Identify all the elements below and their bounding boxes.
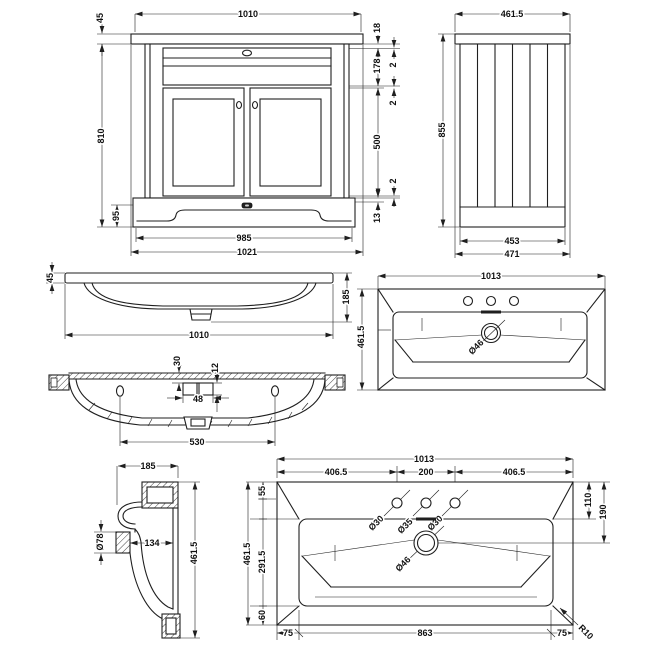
door-right-panel (259, 98, 322, 187)
dim-kick-height: 13 (372, 213, 382, 223)
countertop (130, 33, 364, 45)
dim-base-depth: 453 (504, 236, 519, 246)
overflow-box (182, 382, 214, 396)
dim-overflow-offset: 30 (172, 356, 182, 366)
dim-overflow-height: 12 (210, 363, 220, 373)
dim-basin-rim-thickness: 45 (45, 273, 55, 283)
dim-plan-depth: 461.5 (356, 326, 366, 349)
door-knob-right (251, 100, 259, 110)
foot-hollow (165, 617, 177, 635)
dim-left-margin: 75 (283, 628, 293, 638)
dim-rim-bottom: 60 (257, 610, 267, 620)
dim-cabinet-width-top: 1010 (238, 9, 258, 19)
waste-spigot-bore (190, 418, 206, 427)
dim-plinth-height: 95 (111, 211, 121, 221)
front-bullnose-outer (117, 501, 143, 533)
dim-bowl-length: 291.5 (257, 551, 267, 574)
dim-fixing-centres: 530 (189, 437, 204, 447)
dim-gap-bottom: 2 (388, 178, 398, 183)
dim-section-depth: 185 (140, 461, 155, 471)
door-left-panel (172, 98, 235, 187)
dim-depth-top: 461.5 (501, 9, 524, 19)
view-cabinet-side: 461.5 855 453 471 (436, 8, 571, 261)
plinth (132, 197, 356, 228)
fixing-lug-left-slot (50, 377, 58, 388)
countertop-side (454, 33, 571, 45)
dim-door-height: 500 (372, 134, 382, 149)
view-basin-plan-detail: 1013 406.5 200 406.5 Ø30 Ø35 Ø30 Ø46 (241, 453, 610, 643)
detail-waste-inner (416, 533, 436, 553)
dim-detail-depth: 461.5 (242, 543, 252, 566)
drawer-knob (241, 49, 253, 57)
dim-body-height: 810 (96, 128, 106, 143)
door-knob-left (235, 100, 243, 110)
dim-tap-centres: 200 (418, 467, 433, 477)
dim-drawer-height: 178 (372, 58, 382, 73)
rim-box-hollow (146, 486, 174, 504)
dim-basin-height: 185 (341, 289, 351, 304)
tap-hole-middle (485, 295, 497, 307)
dim-overall-height: 855 (437, 122, 447, 137)
bowl-hatch-ticks (88, 402, 309, 429)
dim-right-margin: 75 (557, 628, 567, 638)
wall-datum-hatch (69, 373, 325, 379)
dim-tap-line-offset: 110 (583, 493, 593, 508)
fixing-hole-right (270, 385, 280, 397)
door-left (162, 87, 245, 197)
basin-rim-front (64, 272, 334, 284)
dim-waste-offset: 190 (598, 504, 608, 519)
basin-bowl-outer (83, 282, 317, 310)
dim-bowl-inner: 134 (144, 538, 159, 548)
basin-bowl-inner (91, 282, 309, 307)
detail-tap-hole-right (449, 497, 461, 509)
dim-right-tap-span: 406.5 (503, 467, 526, 477)
detail-tap-hole-middle (420, 497, 432, 509)
dim-counter-thickness: 45 (95, 13, 105, 23)
dim-overflow-width: 48 (193, 394, 203, 404)
dim-outlet-diameter: Ø78 (95, 533, 105, 550)
dim-detail-width: 1013 (414, 454, 434, 464)
tap-hole-right (508, 295, 520, 307)
dim-basin-width: 1010 (189, 330, 209, 340)
dim-rim-top: 55 (257, 486, 267, 496)
dim-bowl-width: 863 (417, 628, 432, 638)
fixing-hole-left (115, 385, 125, 397)
dim-gap-mid: 2 (388, 100, 398, 105)
dim-corner-radius: R10 (577, 623, 596, 642)
tap-hole-left (462, 295, 474, 307)
outlet-stub-section (115, 531, 131, 554)
dim-overall-width: 1021 (237, 247, 257, 257)
plinth-escutcheon-inner (245, 204, 249, 207)
bowl-section-outer (129, 552, 164, 620)
view-basin-plan: 1013 Ø46 461.5 (355, 270, 606, 391)
dim-gap-top: 2 (388, 62, 398, 67)
dim-left-tap-span: 406.5 (325, 467, 348, 477)
detail-tap-hole-left (391, 497, 403, 509)
view-cabinet-front: 1010 45 810 95 18 178 2 2 (94, 8, 400, 259)
dim-plan-width: 1013 (481, 271, 501, 281)
view-basin-underside: 30 12 48 530 (48, 354, 346, 449)
door-right (249, 87, 332, 197)
fixing-lug-right-slot (336, 377, 344, 388)
view-basin-front: 45 185 1010 (44, 262, 353, 342)
waste-hole-inner (483, 325, 499, 341)
dim-section-height: 461.5 (189, 542, 199, 565)
view-basin-section: 185 Ø78 134 461.5 (94, 460, 201, 639)
dim-overall-depth: 471 (504, 249, 519, 259)
dim-base-width: 985 (236, 233, 251, 243)
cabinet-body (144, 43, 350, 199)
dim-top-rail: 18 (372, 23, 382, 33)
front-bullnose-inner (122, 506, 143, 525)
